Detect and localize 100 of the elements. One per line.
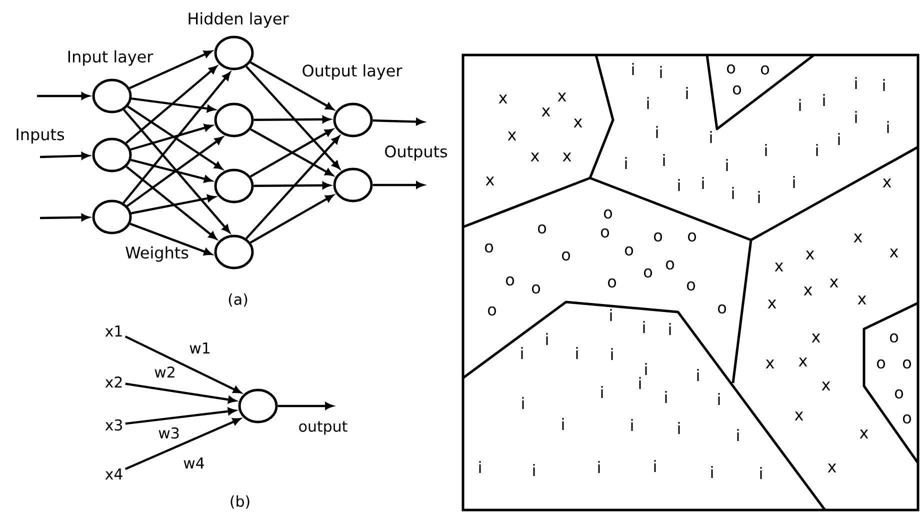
class-symbol: o [718,304,726,314]
class-symbol: o [877,359,885,369]
arrow [126,166,217,240]
class-symbol: o [890,333,898,343]
arrow [122,72,230,204]
neuron-circle [214,102,254,138]
class-symbol: x [812,334,820,342]
neuron-circle [214,234,254,270]
arrow [245,136,340,240]
class-symbol: x [858,296,866,304]
class-symbol: i [521,346,523,360]
class-symbol: i [654,460,656,472]
input-label: x4 [105,468,122,480]
arrow [130,124,212,151]
class-symbol: x [804,286,812,296]
class-symbol: o [562,251,570,261]
layer-label: Outputs [385,145,448,161]
class-symbol: i [647,96,649,110]
class-symbol: x [860,430,868,438]
class-symbol: x [562,152,572,162]
arrow [372,118,424,126]
arrow [246,66,340,169]
edge-label: output [299,421,348,435]
class-symbol: o [485,243,493,253]
arrow [40,214,90,221]
class-symbol: i [665,390,667,404]
class-symbol: x [768,300,776,308]
class-symbol: i [576,346,578,360]
layer-label: Input layer [68,50,154,66]
class-symbol: i [601,386,603,398]
neuron-circle [333,168,373,202]
edge-label: w2 [154,366,174,378]
class-symbol: x [542,108,550,116]
class-symbol: i [793,176,795,188]
class-symbol: i [610,308,612,322]
input-label: x2 [105,376,122,388]
arrow [123,109,230,233]
class-symbol: i [598,460,600,474]
arrow [127,106,222,170]
class-symbol: i [663,154,665,166]
arrow [250,61,334,110]
class-symbol: i [823,94,825,106]
class-symbol: x [854,234,862,242]
arrow [125,66,217,144]
class-symbol: x [558,92,566,102]
class-symbol: i [855,110,857,124]
arrow [254,182,330,189]
arrow [130,158,212,183]
class-symbol: i [611,348,613,360]
class-symbol: i [711,466,713,478]
edge-label: w1 [190,342,210,354]
class-symbol: i [669,322,671,336]
class-symbol: i [760,466,762,480]
class-symbol: i [656,126,658,138]
class-symbol: i [631,418,633,432]
neuron-circle [92,78,132,114]
class-symbol: i [799,98,801,112]
panel-label: (b) [230,495,250,509]
arrow [131,97,215,112]
class-symbol: i [710,130,712,144]
neuron-circle [92,138,132,172]
class-symbol: i [625,156,627,170]
class-symbol: o [727,64,735,74]
class-symbol: o [608,278,616,288]
class-symbol: i [533,464,535,476]
edge-label: w3 [158,427,179,439]
class-symbol: i [718,392,720,406]
neuron-circle [238,388,278,424]
class-symbol: o [604,209,612,219]
class-symbol: o [903,414,911,424]
class-symbol: i [678,178,680,192]
class-symbol: i [686,86,688,100]
class-symbol: x [774,262,784,272]
class-symbol: i [702,176,704,190]
class-symbol: o [625,246,633,256]
neuron-circle [92,200,132,234]
class-symbol: i [639,376,641,390]
class-symbol: i [758,190,760,204]
class-symbol: o [506,276,514,286]
class-symbol: i [632,62,634,76]
class-symbol: i [546,332,548,346]
class-symbol: i [838,132,840,146]
class-symbol: i [643,320,645,334]
class-symbol: i [737,428,739,442]
class-symbol: i [522,396,524,410]
class-symbol: i [660,66,662,78]
class-symbol: o [488,306,496,316]
class-symbol: x [574,118,582,128]
neuron-circle [214,36,254,70]
class-symbol: x [508,132,516,140]
class-symbol: x [822,382,830,390]
edge-label: w4 [184,458,204,468]
class-symbol: i [479,460,481,474]
arrow [372,181,424,189]
class-symbol: x [828,464,836,472]
class-symbol: x [530,152,540,162]
class-symbol: i [726,158,728,172]
layer-label: Weights [126,246,188,262]
class-symbol: x [486,176,494,186]
arrow [250,194,334,244]
